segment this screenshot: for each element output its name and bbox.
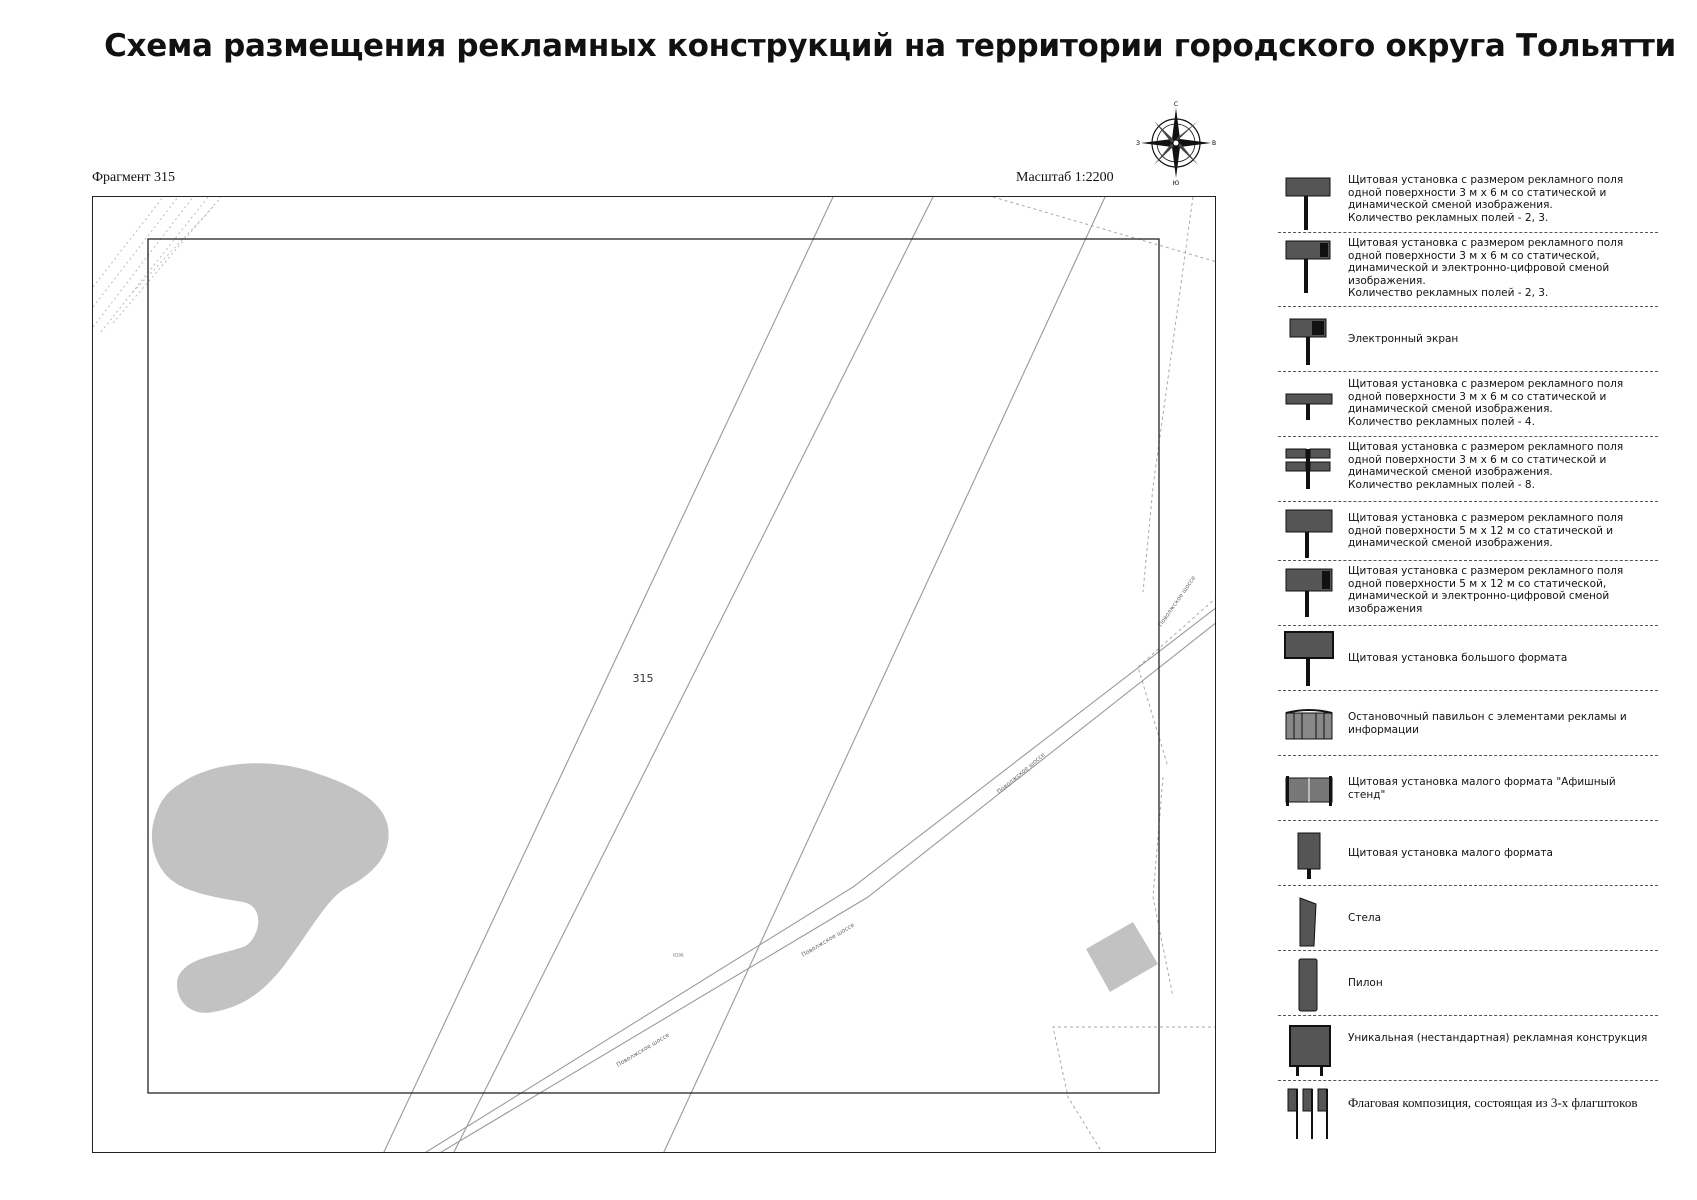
pylon-icon: [1298, 958, 1318, 1012]
legend-text: Щитовая установка с размером рекламного …: [1348, 378, 1624, 428]
building-footprint: [1086, 922, 1158, 992]
vegetation-area: [151, 763, 389, 1013]
fragment-frame: [147, 238, 1160, 1094]
legend-item: Щитовая установка большого формата: [1278, 626, 1658, 691]
legend: Щитовая установка с размером рекламного …: [1278, 170, 1658, 1145]
billboard-5x12-icon: [1285, 509, 1333, 558]
road-label: Поволжское шоссе: [615, 1032, 671, 1069]
legend-text: Щитовая установка малого формата: [1348, 847, 1553, 859]
legend-text: Щитовая установка с размером рекламного …: [1348, 174, 1624, 224]
compass-south-label: Ю: [1173, 180, 1180, 186]
legend-text: Электронный экран: [1348, 333, 1459, 345]
fragment-label: Фрагмент 315: [92, 170, 176, 185]
map-canvas: Поволжское шоссе Поволжское шоссе Поволж…: [93, 197, 1215, 1152]
legend-text: Щитовая установка с размером рекламного …: [1348, 565, 1624, 615]
small-map-label: ЮЖ: [673, 953, 684, 959]
poster-stand-icon: [1285, 776, 1333, 806]
legend-item: Стела: [1278, 886, 1658, 951]
stele-icon: [1299, 897, 1317, 947]
legend-text: Щитовая установка с размером рекламного …: [1348, 237, 1624, 299]
legend-item: Щитовая установка с размером рекламного …: [1278, 437, 1658, 502]
unique-construction-icon: [1289, 1025, 1331, 1076]
zone-number: 315: [633, 672, 654, 685]
legend-item: Щитовая установка с размером рекламного …: [1278, 233, 1658, 307]
boundary-lines: [992, 197, 1215, 1152]
bus-stop-pavilion-icon: [1285, 709, 1333, 740]
large-format-billboard-icon: [1284, 631, 1334, 686]
legend-item: Щитовая установка малого формата: [1278, 821, 1658, 886]
billboard-3x6-icon: [1285, 177, 1331, 230]
legend-item: Щитовая установка малого формата "Афишны…: [1278, 756, 1658, 821]
parcel-lines: [383, 197, 1106, 1152]
legend-text: Уникальная (нестандартная) рекламная кон…: [1348, 1032, 1648, 1044]
legend-item: Уникальная (нестандартная) рекламная кон…: [1278, 1016, 1658, 1081]
billboard-3x6-4fields-icon: [1285, 393, 1333, 420]
legend-text: Флаговая композиция, состоящая из 3-х фл…: [1348, 1095, 1638, 1110]
road: [425, 607, 1215, 1152]
scale-label: Масштаб 1:2200: [1016, 170, 1114, 185]
legend-text: Стела: [1348, 912, 1382, 924]
billboard-3x6-digital-icon: [1285, 240, 1331, 293]
legend-item: Щитовая установка с размером рекламного …: [1278, 561, 1658, 626]
legend-item: Флаговая композиция, состоящая из 3-х фл…: [1278, 1081, 1658, 1145]
flag-composition-icon: [1287, 1088, 1328, 1139]
legend-text: Щитовая установка большого формата: [1348, 652, 1568, 664]
legend-item: Щитовая установка с размером рекламного …: [1278, 502, 1658, 561]
compass-rose-icon: С Ю З В: [1136, 101, 1216, 186]
page-title: Схема размещения рекламных конструкций н…: [104, 28, 1676, 64]
legend-text: Остановочный павильон с элементами рекла…: [1348, 711, 1627, 736]
legend-item: Остановочный павильон с элементами рекла…: [1278, 691, 1658, 756]
legend-item: Электронный экран: [1278, 307, 1658, 372]
electronic-screen-icon: [1289, 318, 1327, 365]
compass-north-label: С: [1174, 101, 1178, 108]
road-label: Поволжское шоссе: [800, 922, 856, 959]
billboard-3x6-8fields-icon: [1285, 448, 1331, 489]
legend-item: Пилон: [1278, 951, 1658, 1016]
small-format-billboard-icon: [1297, 832, 1321, 879]
legend-text: Щитовая установка с размером рекламного …: [1348, 441, 1624, 491]
compass-west-label: З: [1136, 140, 1140, 147]
legend-text: Щитовая установка с размером рекламного …: [1348, 512, 1624, 549]
compass-east-label: В: [1212, 140, 1216, 147]
legend-text: Пилон: [1348, 977, 1383, 989]
billboard-5x12-digital-icon: [1285, 568, 1333, 617]
map-frame: Поволжское шоссе Поволжское шоссе Поволж…: [92, 196, 1216, 1153]
legend-item: Щитовая установка с размером рекламного …: [1278, 170, 1658, 233]
road-label: Поволжское шоссе: [1157, 575, 1197, 629]
terrain-hatching: [93, 197, 222, 333]
legend-text: Щитовая установка малого формата "Афишны…: [1348, 776, 1616, 801]
legend-item: Щитовая установка с размером рекламного …: [1278, 372, 1658, 437]
